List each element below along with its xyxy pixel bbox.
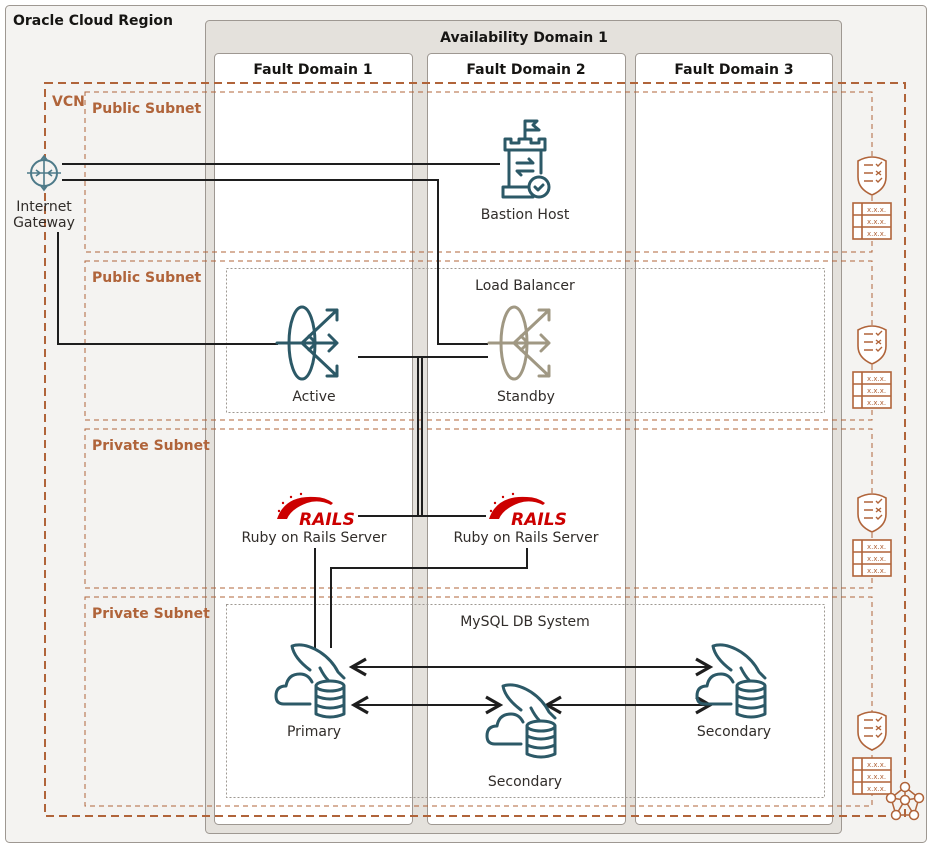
private-subnet-2-label: Private Subnet (92, 606, 210, 622)
bastion-host-label: Bastion Host (481, 207, 570, 223)
load-balancer-standby-label: Standby (497, 389, 555, 405)
fault-domain-2-title: Fault Domain 2 (466, 62, 585, 78)
security-list-entry: x.x.x. (867, 773, 886, 781)
load-balancer-title: Load Balancer (475, 278, 575, 294)
rails-server-1-label: Ruby on Rails Server (242, 530, 387, 546)
security-list-entry: x.x.x. (867, 567, 886, 575)
vcn-label: VCN (52, 94, 85, 110)
rails-logo-icon: RAILS (277, 492, 355, 530)
security-list-icon: x.x.x. x.x.x. x.x.x. (852, 711, 892, 795)
vcn-boundary (44, 82, 906, 817)
security-list-entry: x.x.x. (867, 218, 886, 226)
public-subnet-2-label: Public Subnet (92, 270, 202, 286)
security-list-entry: x.x.x. (867, 375, 886, 383)
security-list-icon: x.x.x. x.x.x. x.x.x. (852, 493, 892, 577)
mysql-secondary-fd3-label: Secondary (697, 724, 771, 740)
fault-domain-2 (427, 53, 626, 825)
rails-logo-text: RAILS (511, 510, 567, 530)
fault-domain-1 (214, 53, 413, 825)
internet-gateway-label-line2: Gateway (13, 215, 75, 231)
region-title: Oracle Cloud Region (13, 13, 173, 29)
private-subnet-1-label: Private Subnet (92, 438, 210, 454)
security-list-entry: x.x.x. (867, 555, 886, 563)
security-list-entry: x.x.x. (867, 785, 886, 793)
security-list-entry: x.x.x. (867, 387, 886, 395)
rails-logo-text: RAILS (299, 510, 355, 530)
connection-lines (57, 163, 714, 715)
security-list-icon: x.x.x. x.x.x. x.x.x. (852, 156, 892, 240)
security-list-entry: x.x.x. (867, 230, 886, 238)
bastion-host-icon (501, 119, 551, 199)
availability-domain-title: Availability Domain 1 (440, 30, 608, 46)
fault-domain-3 (635, 53, 833, 825)
rails-logo-icon: RAILS (489, 492, 567, 530)
load-balancer-group (226, 268, 825, 413)
fault-domain-1-title: Fault Domain 1 (253, 62, 372, 78)
security-list-icon: x.x.x. x.x.x. x.x.x. (852, 325, 892, 409)
security-list-entry: x.x.x. (867, 399, 886, 407)
security-list-entry: x.x.x. (867, 206, 886, 214)
mysql-db-system-title: MySQL DB System (460, 614, 590, 630)
load-balancer-active-label: Active (292, 389, 335, 405)
internet-gateway-label-line1: Internet (16, 199, 72, 215)
private-subnet-2 (84, 596, 873, 807)
rails-server-2-label: Ruby on Rails Server (454, 530, 599, 546)
mysql-secondary-fd2-label: Secondary (488, 774, 562, 790)
mysql-primary-label: Primary (287, 724, 341, 740)
fault-domain-3-title: Fault Domain 3 (674, 62, 793, 78)
security-list-entry: x.x.x. (867, 761, 886, 769)
mysql-db-system-group (226, 604, 825, 798)
public-subnet-1-label: Public Subnet (92, 101, 202, 117)
internet-gateway-icon (27, 154, 61, 192)
vcn-network-icon (885, 781, 925, 821)
security-list-entry: x.x.x. (867, 543, 886, 551)
